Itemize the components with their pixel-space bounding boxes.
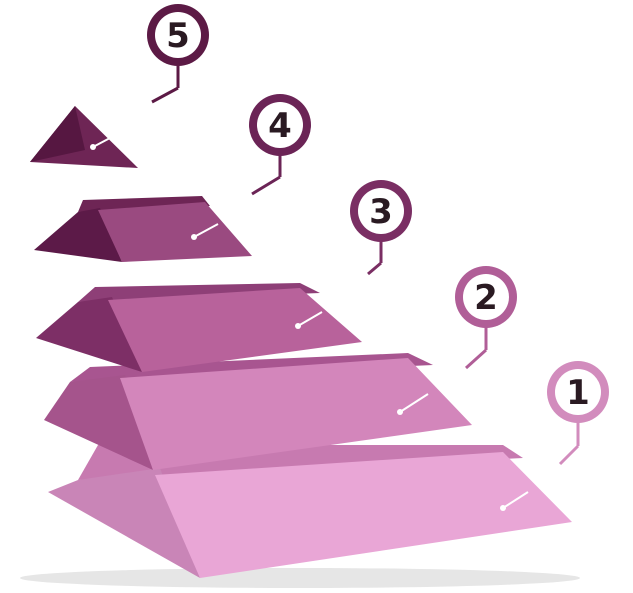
level-1-number: 1 [566,373,590,413]
pin-marker-2: 2 [455,266,517,368]
tier-1-front-face [155,452,572,578]
pin-marker-1: 1 [547,361,609,464]
pyramid-shadow [20,568,580,588]
tier-2-pin-dot [397,409,403,415]
pyramid-tier-1 [48,445,572,578]
tier-5-front-face [30,106,138,168]
level-3-number: 3 [369,192,393,232]
pin-1-leader [560,446,578,464]
tier-3-pin-dot [295,323,301,329]
pin-5-leader [152,88,178,102]
level-4-number: 4 [268,106,292,146]
tier-4-pin-dot [191,234,197,240]
pin-marker-3: 3 [350,180,412,274]
pin-marker-4: 4 [249,94,311,194]
pin-4-leader [252,177,280,194]
tier-4-front-face [98,202,252,262]
tier-5-pin-dot [90,144,96,150]
pyramid-tier-5 [30,106,138,168]
pin-3-leader [368,263,381,274]
level-5-number: 5 [166,16,190,56]
pin-2-leader [466,350,486,368]
pyramid-tier-4 [34,196,252,262]
pin-marker-5: 5 [147,4,209,102]
tier-1-pin-dot [500,505,506,511]
level-2-number: 2 [474,278,498,318]
